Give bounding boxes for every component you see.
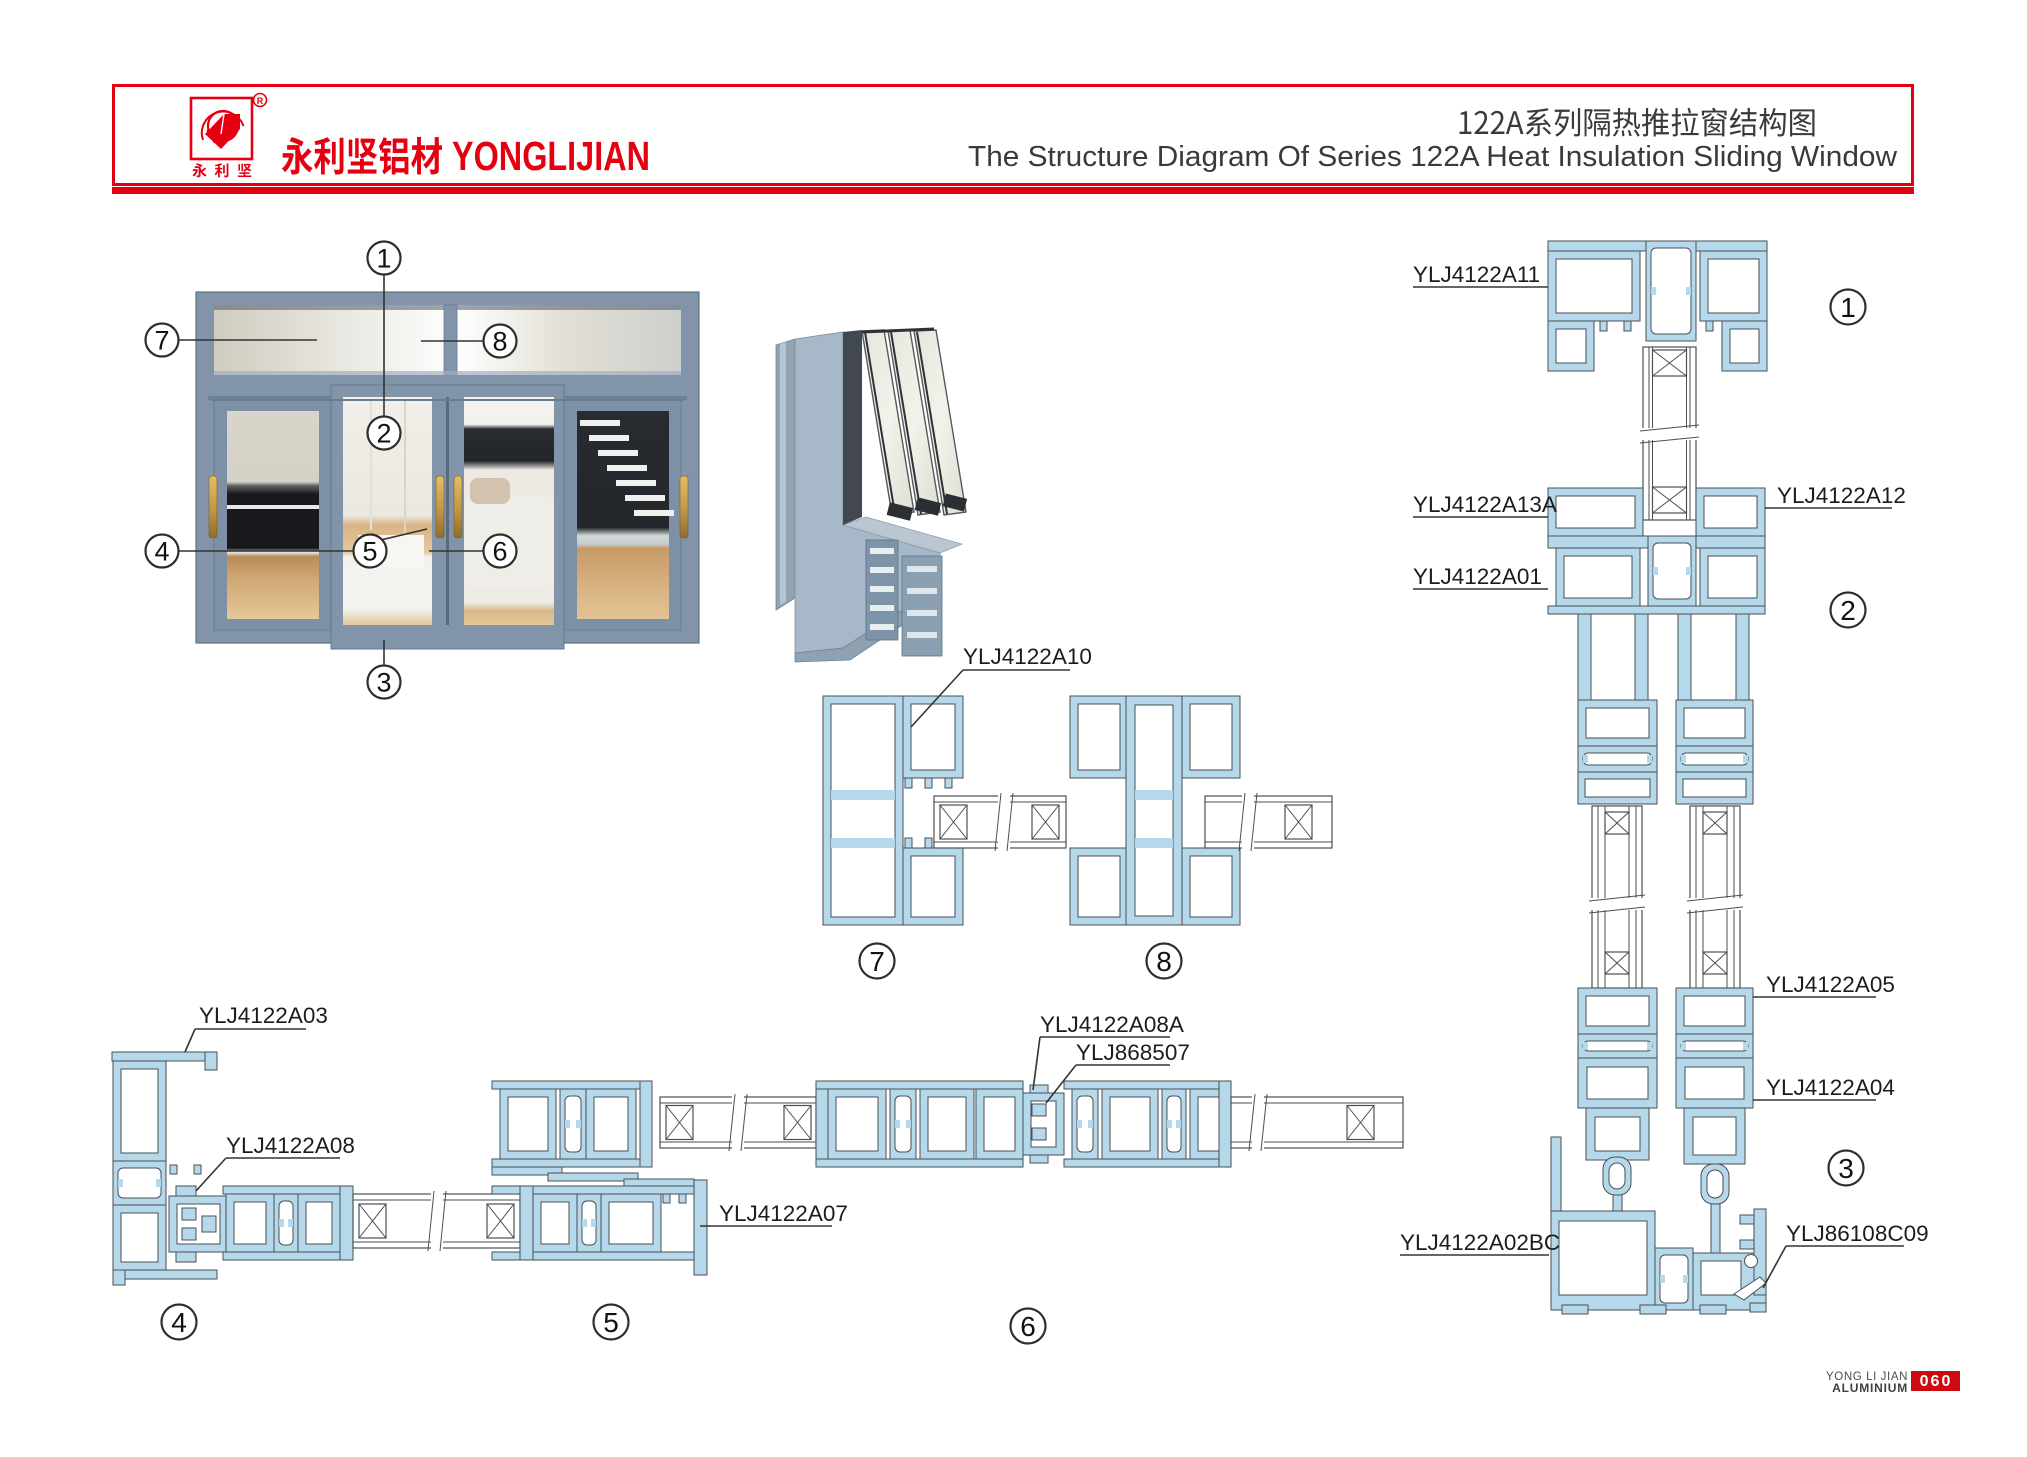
svg-text:1: 1 (376, 244, 391, 274)
svg-text:8: 8 (1156, 946, 1172, 977)
svg-text:4: 4 (171, 1307, 187, 1338)
svg-text:YLJ4122A13A: YLJ4122A13A (1413, 492, 1557, 517)
svg-text:5: 5 (362, 537, 377, 567)
svg-text:R: R (257, 96, 264, 106)
svg-text:6: 6 (492, 537, 507, 567)
svg-text:YLJ4122A07: YLJ4122A07 (719, 1201, 848, 1226)
svg-text:1: 1 (1840, 292, 1856, 323)
svg-text:3: 3 (1838, 1153, 1854, 1184)
svg-text:8: 8 (492, 327, 507, 357)
svg-text:YLJ4122A08A: YLJ4122A08A (1040, 1012, 1184, 1037)
svg-text:The Structure Diagram Of Serie: The Structure Diagram Of Series 122A Hea… (968, 141, 1898, 173)
svg-text:YLJ4122A08: YLJ4122A08 (226, 1133, 355, 1158)
svg-text:4: 4 (154, 537, 169, 567)
svg-text:2: 2 (1840, 595, 1856, 626)
svg-text:YLJ4122A05: YLJ4122A05 (1766, 972, 1895, 997)
svg-text:YLJ4122A03: YLJ4122A03 (199, 1003, 328, 1028)
svg-text:5: 5 (603, 1307, 619, 1338)
svg-text:YLJ4122A10: YLJ4122A10 (963, 644, 1092, 669)
svg-text:YLJ4122A02BC: YLJ4122A02BC (1400, 1230, 1560, 1255)
svg-text:YLJ4122A12: YLJ4122A12 (1777, 483, 1906, 508)
svg-text:YLJ4122A11: YLJ4122A11 (1413, 262, 1540, 287)
svg-text:3: 3 (376, 668, 391, 698)
svg-text:2: 2 (376, 419, 391, 449)
svg-text:YLJ4122A04: YLJ4122A04 (1766, 1075, 1895, 1100)
svg-text:7: 7 (154, 326, 169, 356)
svg-text:7: 7 (869, 946, 885, 977)
svg-text:YONG LI JIAN: YONG LI JIAN (1826, 1371, 1908, 1383)
svg-text:YLJ86108C09: YLJ86108C09 (1786, 1221, 1929, 1246)
svg-text:YLJ4122A01: YLJ4122A01 (1413, 564, 1542, 589)
svg-text:060: 060 (1920, 1373, 1953, 1390)
svg-text:YLJ868507: YLJ868507 (1076, 1040, 1190, 1065)
svg-text:YONGLIJIAN: YONGLIJIAN (452, 133, 650, 179)
svg-text:ALUMINIUM: ALUMINIUM (1832, 1381, 1908, 1395)
svg-text:6: 6 (1020, 1311, 1036, 1342)
